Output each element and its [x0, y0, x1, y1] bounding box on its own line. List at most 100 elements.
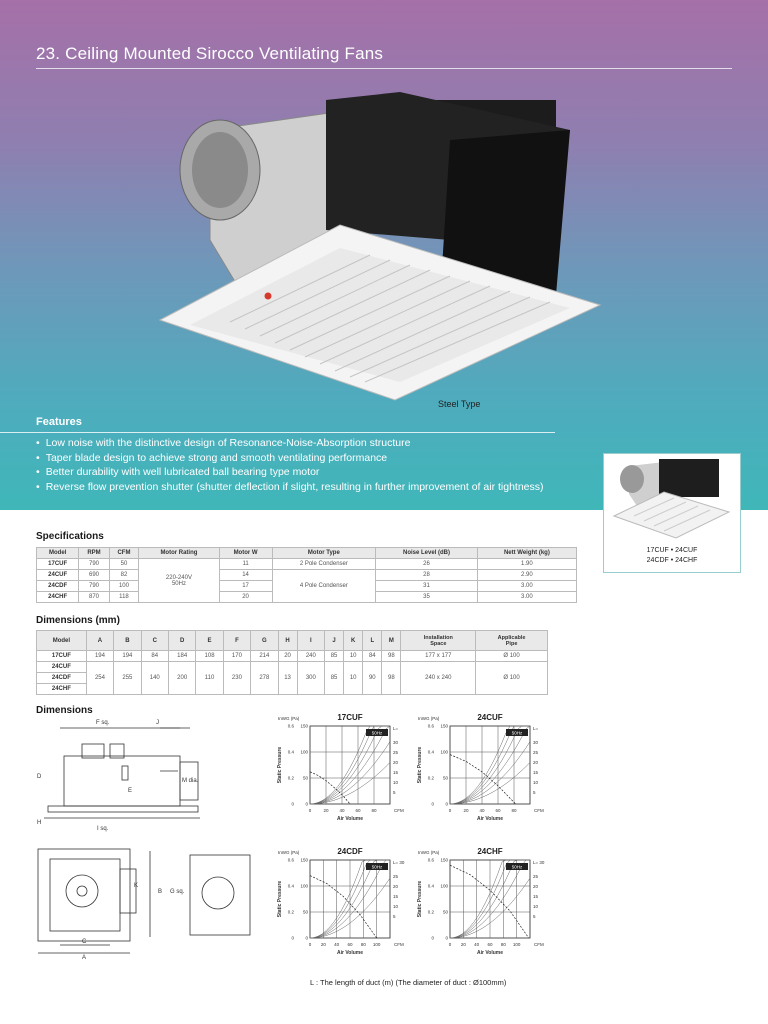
table-cell: 1.90 — [476, 558, 578, 570]
chart-y-axis-label: Static Pressure — [417, 747, 423, 784]
table-cell: 98 — [381, 661, 402, 695]
chart-x-tick-label: 100 — [373, 942, 381, 947]
table-header: E — [195, 630, 224, 651]
table-header: D — [167, 630, 197, 651]
label-k: K — [134, 883, 138, 889]
label-f-sq: F sq. — [96, 720, 110, 726]
table-header: B — [113, 630, 142, 651]
chart-x-tick-label: 60 — [487, 942, 493, 947]
table-row: 24CUF 690 82 14 4 Pole Condenser 28 2.90 — [35, 569, 578, 603]
table-cell: 20 — [218, 591, 273, 603]
chart-duct-label: 20 — [533, 884, 539, 889]
table-cell: 870 — [78, 591, 110, 603]
chart-duct-label: 5 — [533, 914, 536, 919]
chart-legend-box — [506, 729, 528, 736]
thumbnail-caption: 17CUF • 24CUF 24CDF • 24CHF — [605, 546, 739, 566]
table-header: I — [296, 630, 326, 651]
chart-legend-box — [506, 863, 528, 870]
chart-y-tick-label-pa: 0 — [305, 936, 308, 941]
table-row: 24CHF — [36, 683, 548, 695]
table-cell: 24CDF — [36, 672, 87, 684]
table-header-line: Pipe — [505, 640, 518, 647]
table-cell: 690 — [78, 569, 110, 581]
table-cell: 240 x 240 — [400, 661, 477, 695]
chart-duct-label: 20 — [393, 884, 399, 889]
chart-x-tick-label: 40 — [474, 942, 480, 947]
feature-item: Better durability with well lubricated b… — [36, 465, 544, 480]
chart-y-tick-label-pa: 50 — [303, 910, 309, 915]
chart-y-tick-label-inwg: 0.2 — [428, 910, 435, 915]
chart-duct-label: 25 — [393, 874, 399, 879]
chart-duct-label: 25 — [533, 750, 539, 755]
chart-duct-curve — [309, 859, 390, 939]
chart-y-tick-label-inwg: 0.4 — [428, 884, 435, 889]
table-cell: 194 — [113, 650, 142, 662]
chart-series-line — [449, 754, 516, 805]
table-header: Model — [36, 630, 87, 651]
table-cell: 10 — [343, 650, 364, 662]
chart-y-tick-label-pa: 0 — [445, 936, 448, 941]
chart-y-units: InWG (Pa) — [418, 850, 440, 855]
chart-duct-title: L= 30 — [533, 860, 545, 865]
table-cell: 82 — [108, 569, 140, 581]
chart-y-tick-label-pa: 0 — [445, 802, 448, 807]
specifications-table: Model RPM CFM Motor Rating Motor W Motor… — [35, 547, 578, 603]
table-cell: 108 — [195, 650, 224, 662]
table-cell: 2.90 — [476, 569, 578, 581]
table-header: Nett Weight (kg) — [476, 547, 578, 559]
chart-plot-frame — [309, 725, 391, 805]
chart-y-units: InWG (Pa) — [278, 716, 300, 721]
chart-legend-label: 50Hz — [372, 864, 383, 869]
feature-item: Reverse flow prevention shutter (shutter… — [36, 480, 544, 495]
table-cell: 3.00 — [476, 591, 578, 603]
label-c: C — [82, 939, 87, 945]
chart-duct-label: 20 — [533, 760, 539, 765]
chart-y-tick-label-pa: 150 — [300, 724, 308, 729]
chart-y-tick-label-inwg: 0.6 — [428, 858, 435, 863]
chart-x-unit: CFM — [534, 942, 544, 947]
table-header: CFM — [108, 547, 140, 559]
chart-duct-label: 5 — [393, 914, 396, 919]
label-m-dia: M dia. — [182, 778, 199, 784]
chart-duct-curve — [309, 859, 390, 939]
motor-rating-line: 50Hz — [171, 580, 186, 587]
chart-y-units: InWG (Pa) — [418, 716, 440, 721]
chart-y-tick-label-inwg: 0.2 — [288, 910, 295, 915]
chart-x-tick-label: 0 — [449, 942, 452, 947]
chart-duct-label: 10 — [393, 904, 399, 909]
dimensions-heading: Dimensions — [36, 705, 93, 716]
table-header: Motor Rating — [138, 547, 220, 559]
chart-duct-curve — [309, 725, 391, 805]
table-row: 24CHF 870 118 20 35 3.00 — [35, 591, 578, 603]
table-cell: 214 — [250, 650, 279, 662]
chart-legend-label: 50Hz — [372, 730, 383, 735]
chart-y-tick-label-pa: 100 — [440, 884, 448, 889]
table-cell: 50 — [108, 558, 140, 570]
features-heading: Features — [36, 416, 82, 428]
chart-y-tick-label-inwg: 0.4 — [428, 750, 435, 755]
chart-x-tick-label: 40 — [339, 808, 345, 813]
table-header: RPM — [78, 547, 110, 559]
chart-x-tick-label: 80 — [511, 808, 517, 813]
chart-series-line — [309, 875, 377, 939]
chart-duct-curve — [449, 762, 531, 805]
table-cell: 84 — [362, 650, 383, 662]
table-cell: 98 — [381, 650, 402, 662]
chart-duct-curve — [449, 859, 530, 939]
chart-y-tick-label-pa: 0 — [305, 802, 308, 807]
chart-duct-curve — [449, 859, 530, 939]
table-cell: 3.00 — [476, 580, 578, 592]
chart-y-tick-label-inwg: 0.4 — [288, 884, 295, 889]
table-header: Motor W — [218, 547, 273, 559]
dimensions-table-heading: Dimensions (mm) — [36, 615, 120, 626]
table-header: Applicable Pipe — [475, 630, 548, 651]
label-i-sq: I sq. — [97, 826, 109, 832]
chart-duct-label: 20 — [393, 760, 399, 765]
chart-y-tick-label-pa: 150 — [440, 858, 448, 863]
chart-duct-label: 25 — [533, 874, 539, 879]
chart-duct-curve — [309, 762, 391, 805]
chart-x-tick-label: 0 — [309, 942, 312, 947]
features-list: Low noise with the distinctive design of… — [36, 436, 544, 494]
